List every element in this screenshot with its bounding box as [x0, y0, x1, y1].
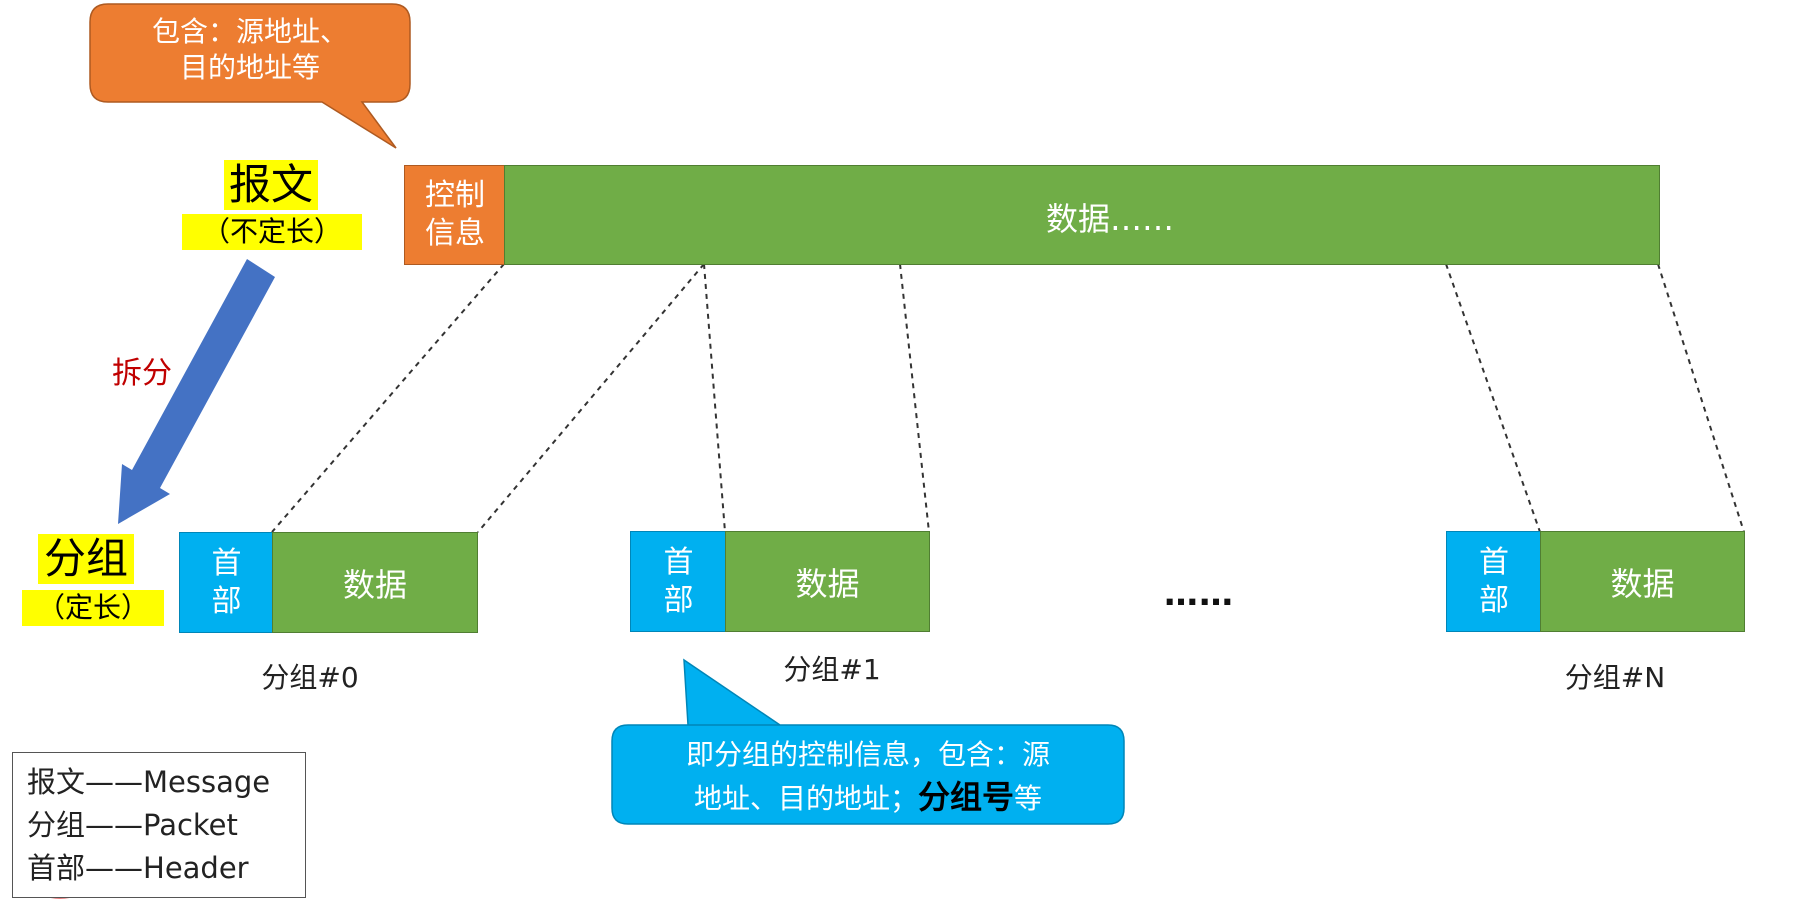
packet-1-header-line2: 部 [663, 582, 694, 618]
control-info-block: 控制 信息 [404, 165, 506, 265]
legend-row-header: 首部——Header [27, 847, 305, 890]
packet-1-data: 数据 [725, 531, 930, 632]
control-info-line1: 控制 [425, 178, 485, 213]
legend-box: 报文——Message 分组——Packet 首部——Header [12, 752, 306, 898]
packet-1-caption: 分组#1 [783, 653, 881, 686]
bottom-callout-text-a: 地址、目的地址； [693, 782, 918, 815]
message-sublabel: （不定长） [182, 214, 362, 250]
legend-term: 分组 [27, 808, 86, 842]
packet-n-caption: 分组#N [1564, 661, 1666, 694]
connector-line [899, 263, 930, 533]
bottom-callout: 即分组的控制信息，包含：源 地址、目的地址；分组号等 [616, 734, 1120, 820]
packet-n-data-label: 数据 [1610, 564, 1675, 603]
packet-label: 分组 [38, 534, 134, 584]
packet-n-header-line2: 部 [1479, 582, 1509, 618]
packet-1-header: 首 部 [630, 531, 727, 632]
packet-n-header: 首 部 [1446, 531, 1542, 632]
message-data-block [504, 165, 1660, 265]
connector-line [1445, 263, 1541, 533]
split-label: 拆分 [112, 356, 172, 391]
top-callout-line2: 目的地址等 [179, 51, 320, 84]
connector-line [271, 263, 505, 533]
packet-0-header-line1: 首 [211, 545, 242, 581]
connector-line [703, 263, 726, 533]
message-label: 报文 [224, 160, 318, 210]
bottom-callout-text-b: 等 [1014, 782, 1043, 815]
top-callout-bubble [89, 3, 411, 149]
packet-n-data: 数据 [1540, 531, 1745, 632]
packet-n-header-line1: 首 [1479, 544, 1509, 580]
legend-sep: —— [85, 765, 144, 799]
bottom-callout-bold: 分组号 [917, 778, 1014, 816]
bottom-callout-line2: 地址、目的地址；分组号等 [616, 776, 1120, 820]
legend-row-message: 报文——Message [27, 761, 305, 804]
legend-sep: —— [85, 851, 144, 885]
packet-0-data: 数据 [272, 532, 478, 633]
legend-term: 首部 [27, 851, 86, 885]
control-info-line2: 信息 [425, 216, 485, 251]
legend-english: Packet [143, 808, 238, 842]
legend-row-packet: 分组——Packet [27, 804, 305, 847]
bottom-callout-bubble [611, 658, 1125, 825]
message-data-label: 数据…… [1046, 200, 1175, 238]
packet-1-data-label: 数据 [795, 564, 860, 603]
packet-0-header-line2: 部 [211, 583, 242, 619]
top-callout-line1: 包含：源地址、 [151, 15, 348, 48]
legend-sep: —— [85, 808, 144, 842]
packets-ellipsis: …… [1164, 574, 1234, 614]
legend-term: 报文 [27, 765, 86, 799]
packet-0-caption: 分组#0 [261, 661, 359, 694]
legend-english: Header [143, 851, 249, 885]
split-arrow [118, 259, 275, 524]
legend-english: Message [143, 765, 271, 799]
packet-0-data-label: 数据 [342, 565, 407, 604]
packet-0-header: 首 部 [179, 532, 274, 633]
top-callout: 包含：源地址、 目的地址等 [100, 14, 400, 86]
connector-line [1657, 263, 1745, 533]
packet-1-header-line1: 首 [663, 544, 694, 580]
bottom-callout-line1: 即分组的控制信息，包含：源 [685, 738, 1050, 771]
connector-line [477, 263, 705, 533]
packet-sublabel: （定长） [22, 590, 164, 626]
